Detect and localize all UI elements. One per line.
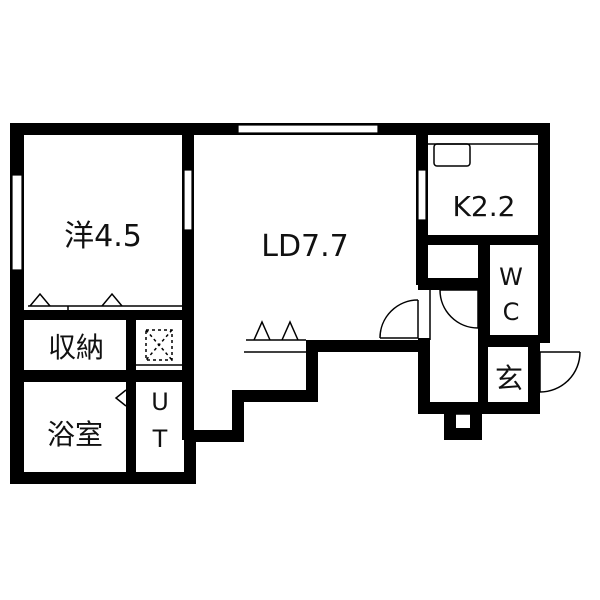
bath-door-icon bbox=[114, 389, 127, 407]
room-label-kitchen: K2.2 bbox=[453, 190, 516, 223]
room-label-toilet-c: C bbox=[503, 298, 520, 326]
kitchen-sink-icon bbox=[433, 143, 471, 167]
windows bbox=[11, 124, 427, 271]
window-left-western bbox=[11, 174, 23, 271]
door-swing-ld-hall bbox=[379, 299, 419, 339]
room-label-utility-u: U bbox=[151, 388, 169, 416]
ld-folding-door-icon bbox=[246, 320, 306, 341]
room-label-bathroom: 浴室 bbox=[47, 418, 103, 451]
room-label-living-dining: LD7.7 bbox=[261, 229, 349, 264]
door-swing-toilet bbox=[439, 289, 479, 329]
room-label-entrance: 玄 bbox=[495, 362, 523, 395]
window-top-ld bbox=[237, 124, 379, 134]
room-label-closet: 収納 bbox=[48, 331, 104, 364]
room-label-utility-t: T bbox=[152, 425, 168, 453]
door-swing-entrance bbox=[539, 351, 581, 393]
room-label-toilet-w: W bbox=[499, 263, 523, 291]
room-label-western: 洋4.5 bbox=[64, 219, 142, 254]
window-western-ld bbox=[183, 169, 193, 231]
closet-doors bbox=[28, 292, 188, 320]
window-kitchen-left bbox=[417, 169, 427, 221]
washer-space-icon bbox=[145, 329, 173, 361]
